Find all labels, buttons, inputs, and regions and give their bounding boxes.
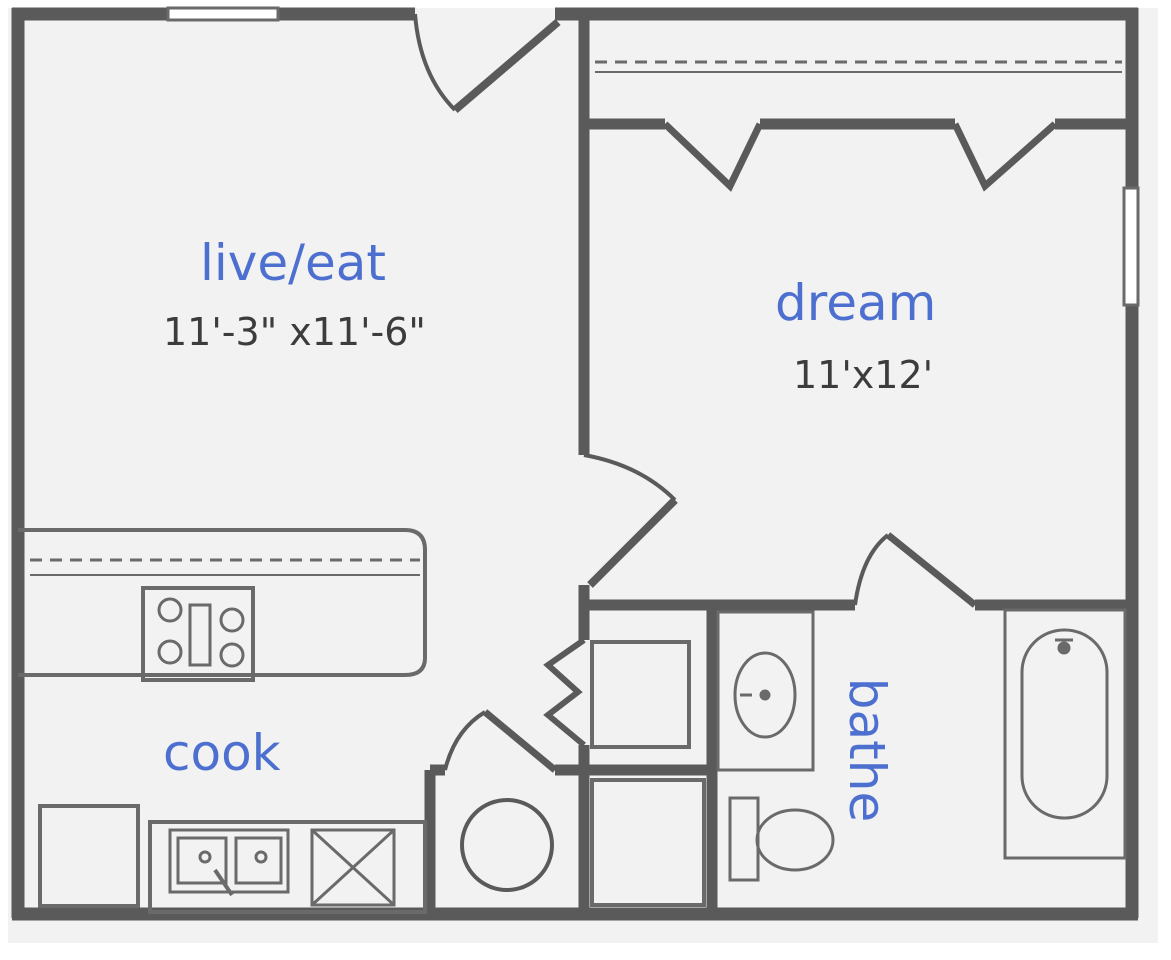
lower-counter xyxy=(148,820,427,914)
closet-rod-icon xyxy=(595,60,1122,73)
toilet-icon xyxy=(728,796,835,882)
room-dimensions-live-eat: 11'-3" x11'-6" xyxy=(163,310,426,354)
refrigerator-icon xyxy=(38,804,140,908)
room-name-dream: dream xyxy=(775,274,937,332)
room-dimensions-dream: 11'x12' xyxy=(793,353,934,397)
room-name-bathe: bathe xyxy=(838,677,897,823)
room-name-cook: cook xyxy=(163,724,281,782)
lavatory-icon xyxy=(716,610,815,772)
sink-icon xyxy=(168,828,290,897)
range-icon xyxy=(141,586,255,682)
interior-walls xyxy=(424,14,1132,914)
door-swing-icon xyxy=(413,13,1058,773)
window-icon xyxy=(166,6,1140,307)
water-heater-icon xyxy=(460,798,554,892)
bathtub-icon xyxy=(1003,608,1127,860)
kitchen-counter xyxy=(18,528,427,677)
room-name-live-eat: live/eat xyxy=(200,234,386,292)
washer-icon xyxy=(590,640,691,749)
dishwasher-icon xyxy=(310,828,396,907)
dryer-icon xyxy=(590,778,706,907)
